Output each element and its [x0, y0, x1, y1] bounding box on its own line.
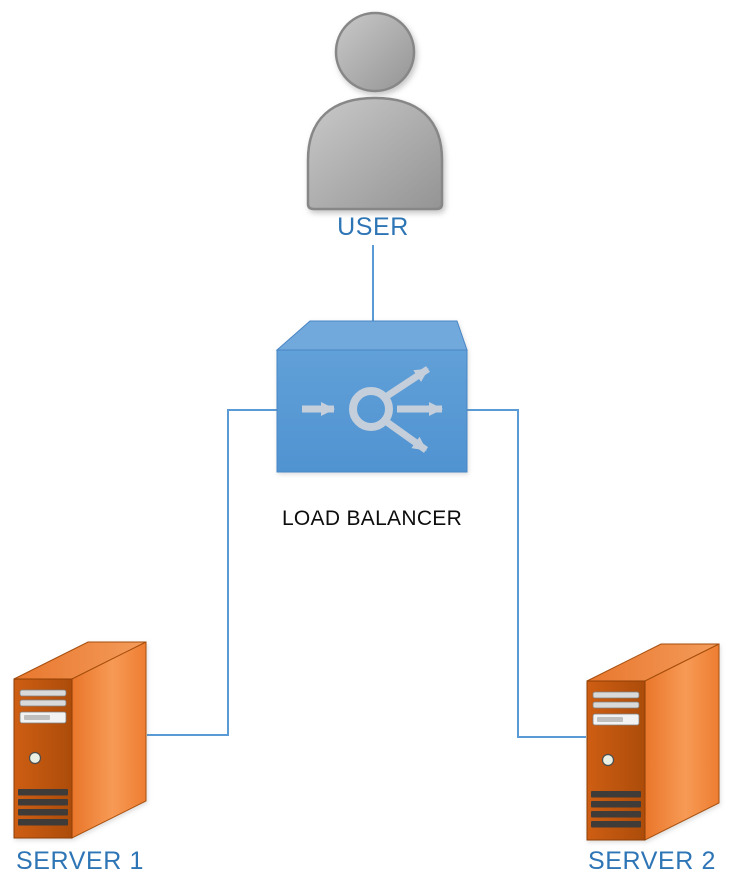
person-head: [334, 11, 416, 93]
connector-loadbalancer-server2: [467, 409, 586, 738]
load-balancer-routing-icon: [275, 320, 468, 473]
routing-hub-circle: [349, 387, 393, 431]
routing-arrows: [302, 366, 443, 453]
server-tower-icon-2: [586, 643, 720, 841]
connector-loadbalancer-server1: [147, 409, 277, 736]
routing-arrow-out-down: [381, 417, 429, 453]
routing-arrow-out-up: [382, 366, 430, 401]
person-icon: [306, 11, 444, 211]
server1-label: SERVER 1: [15, 847, 144, 875]
user-label: USER: [337, 213, 409, 241]
person-body: [306, 96, 444, 211]
load-balancer-label: LOAD BALANCER: [281, 507, 463, 530]
server2-label: SERVER 2: [587, 847, 716, 875]
load-balancer-top-face: [275, 320, 468, 351]
server-tower-icon-1: [13, 641, 147, 839]
